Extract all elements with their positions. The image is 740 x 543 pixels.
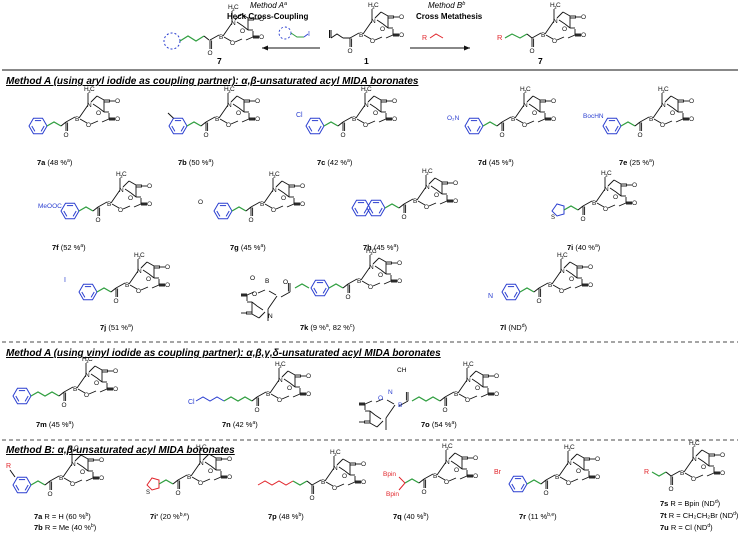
structure-7j-row3: I xyxy=(64,252,171,305)
svg-text:O: O xyxy=(378,395,383,402)
structure-7h-row2 xyxy=(351,168,459,221)
nitro-substituent: O₂N xyxy=(447,115,460,122)
structure-7d-row1: O₂N xyxy=(447,86,557,139)
svg-text:S: S xyxy=(146,490,150,496)
chloroalkyl-substituent: Cl xyxy=(188,399,195,406)
compound-label-7t: 7t R = CH₂CH₂Br (NDd) xyxy=(660,511,739,520)
left-generic-ring-icon xyxy=(163,32,181,50)
compound-label-7u: 7u R = Cl (NDd) xyxy=(660,523,713,532)
method-b-title: Method Bb xyxy=(428,1,465,10)
compound-label-7h: 7h (45 %a) xyxy=(363,243,399,252)
compound-label-7o: 7o (54 %a) xyxy=(421,420,457,429)
structure-7b-row1 xyxy=(167,86,261,139)
compound-label-7b: 7b R = Me (40 %b) xyxy=(34,523,97,532)
compound-label-7f: 7f (52 %a) xyxy=(52,243,86,252)
vinyl-iodide-ring-icon xyxy=(278,26,292,40)
method-b-subtitle: Cross Metathesis xyxy=(416,12,483,21)
method-a-title: Method Aa xyxy=(250,1,287,10)
compound-label-7c: 7c (42 %a) xyxy=(317,158,353,167)
structure-7e-row1: BocHN xyxy=(583,86,695,139)
svg-text:S: S xyxy=(551,215,555,221)
structure-7r-row5: Br xyxy=(494,444,601,497)
structure-7n-row4: Cl xyxy=(188,361,312,414)
svg-text:B: B xyxy=(265,278,269,285)
compound-label-7e: 7e (25 %a) xyxy=(619,158,655,167)
structure-7q-row5: Bpin Bpin xyxy=(383,443,479,498)
structure-7c-row1: Cl xyxy=(296,86,398,139)
bpin-substituent-1: Bpin xyxy=(383,471,396,478)
structure-7iprime-row5: S xyxy=(146,444,233,497)
r-substituent-label: R xyxy=(6,463,11,470)
methoxy-substituent: O xyxy=(198,199,203,206)
compound-label-7l: 7l (NDd) xyxy=(500,323,527,332)
compound-label-7k: 7k (9 %a, 82 %c) xyxy=(300,323,355,332)
alkene-r-label: R xyxy=(422,35,427,42)
chloro-substituent: Cl xyxy=(296,112,303,119)
svg-text:CH: CH xyxy=(397,367,407,374)
header-scheme: 7 Method Aa Heck Cross-Coupling I 1 Meth… xyxy=(163,1,587,66)
bpin-substituent-2: Bpin xyxy=(386,491,399,498)
svg-text:N: N xyxy=(388,389,393,396)
compound-label-7r: 7r (11 %b,e) xyxy=(519,512,557,521)
starting-material-label: 1 xyxy=(364,56,369,66)
left-product-label: 7 xyxy=(217,56,222,66)
svg-text:N: N xyxy=(488,293,493,300)
compound-label-7m: 7m (45 %a) xyxy=(36,420,74,429)
compound-label-7d: 7d (45 %a) xyxy=(478,158,514,167)
right-r-label: R xyxy=(497,33,503,42)
structure-7i-row2: S xyxy=(551,170,638,223)
structure-7l-row3: N xyxy=(488,252,594,305)
compound-labels: 7a (48 %a) 7b (50 %a) 7c (42 %a) 7d (45 %a)… xyxy=(34,158,739,532)
section-a1-heading: Method A (using aryl iodide as coupling … xyxy=(6,76,419,87)
compound-label-7a: 7a (48 %a) xyxy=(37,158,73,167)
structure-7a-row1 xyxy=(28,86,121,139)
section-b-heading: Method B: α,β-unsaturated acyl MIDA boro… xyxy=(6,445,235,456)
structure-7f-row2: MeOOC xyxy=(38,171,153,224)
structure-7a7b-row5: R xyxy=(6,445,105,498)
section-a2-heading: Method A (using vinyl iodide as coupling… xyxy=(6,348,441,359)
svg-text:B: B xyxy=(398,402,402,409)
bromo-substituent: Br xyxy=(494,469,502,476)
boc-amino-substituent: BocHN xyxy=(583,113,604,120)
iodide-label: I xyxy=(308,31,310,38)
structure-7stu-row5: R xyxy=(644,440,726,493)
structure-7m-row4 xyxy=(12,356,119,409)
structure-7k-row3: B N O O O xyxy=(240,248,403,322)
svg-text:O: O xyxy=(250,275,255,282)
compound-label-7n: 7n (42 %a) xyxy=(222,420,258,429)
ester-substituent: MeOOC xyxy=(38,203,62,210)
compound-label-7s: 7s R = Bpin (NDd) xyxy=(660,499,721,508)
compound-label-7p: 7p (48 %b) xyxy=(268,512,304,521)
svg-text:O: O xyxy=(283,279,288,286)
compound-label-7iprime: 7i' (20 %b,e) xyxy=(150,512,190,521)
svg-text:N: N xyxy=(268,313,273,320)
svg-text:R: R xyxy=(644,469,649,476)
compound-label-7b: 7b (50 %a) xyxy=(178,158,214,167)
structure-7p-row5 xyxy=(257,449,367,502)
compound-label-7i: 7i (40 %a) xyxy=(567,243,601,252)
right-product-label: 7 xyxy=(538,56,543,66)
compound-label-7q: 7q (40 %b) xyxy=(393,512,429,521)
method-a-subtitle: Heck Cross-Coupling xyxy=(227,12,308,21)
compound-label-7a: 7a R = H (60 %b) xyxy=(34,512,91,521)
svg-text:O: O xyxy=(252,291,257,298)
compound-label-7j: 7j (51 %a) xyxy=(100,323,134,332)
compound-label-7g: 7g (45 %a) xyxy=(230,243,266,252)
iodo-substituent: I xyxy=(64,277,66,284)
structure-7g-row2: O xyxy=(198,171,306,224)
structure-7o-row4: B N CH O xyxy=(358,361,500,431)
